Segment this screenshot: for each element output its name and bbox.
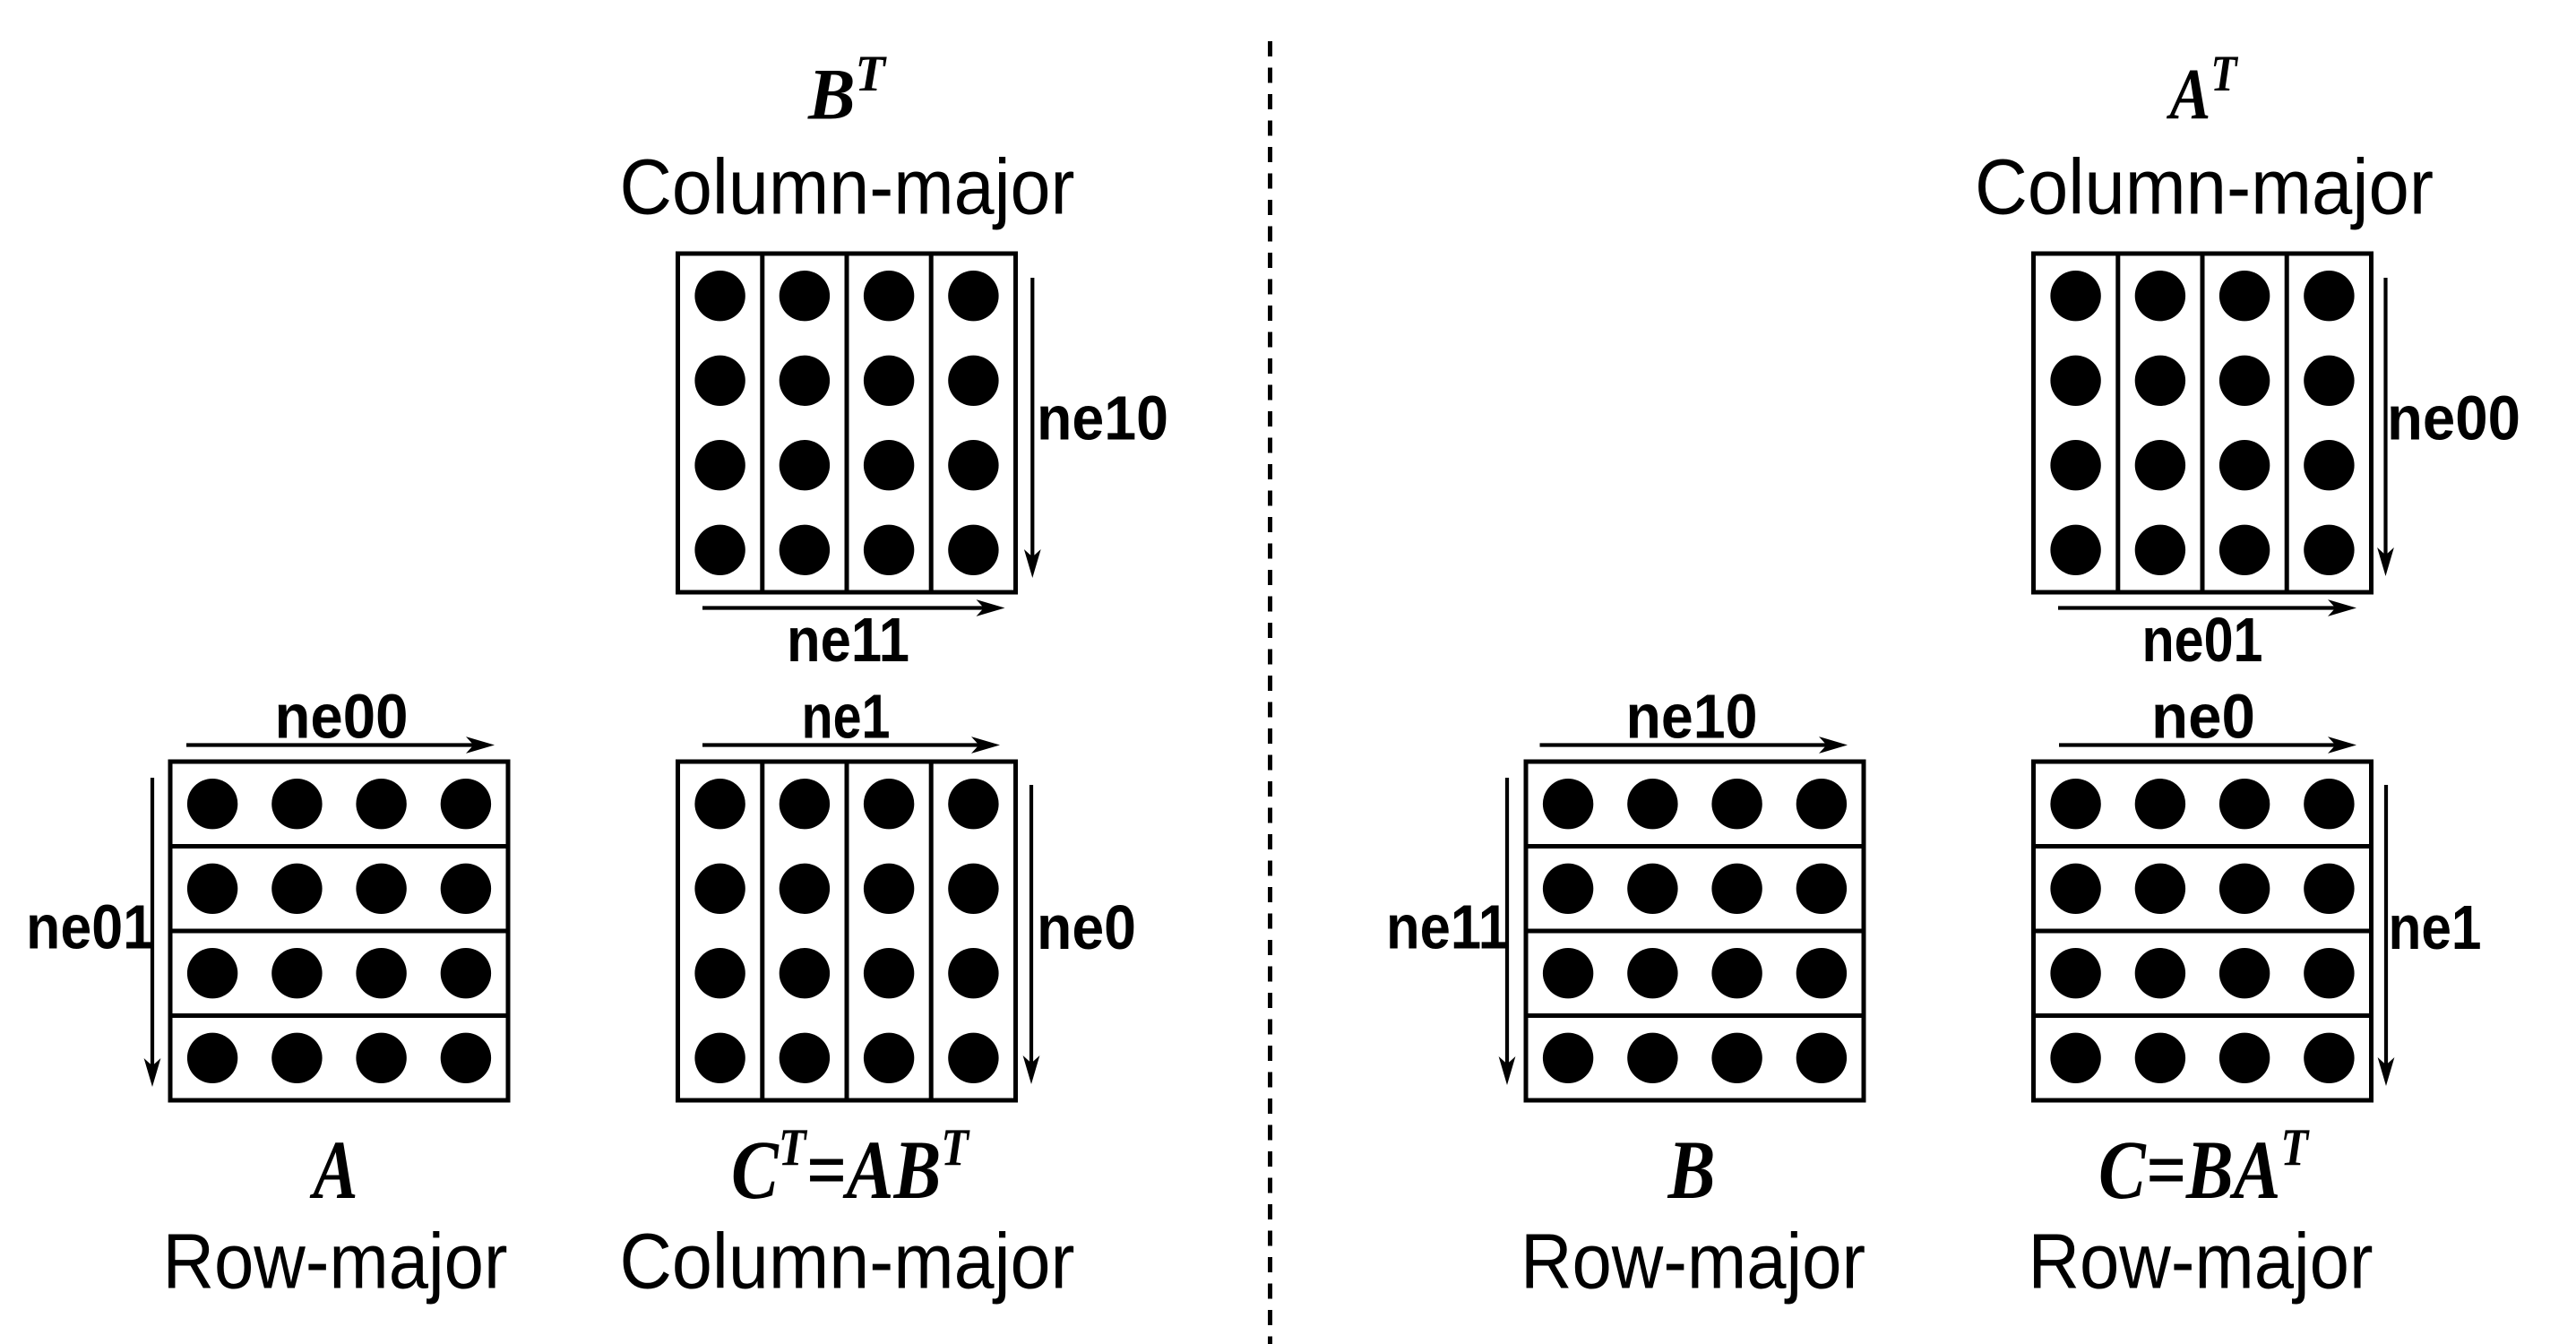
svg-text:ne0: ne0 <box>2151 682 2255 752</box>
svg-text:ne0: ne0 <box>1037 892 1136 962</box>
svg-text:C=BAT​: C=BAT​ <box>2098 1118 2310 1218</box>
svg-text:Column-major: Column-major <box>620 1219 1075 1305</box>
svg-text:Column-major: Column-major <box>620 144 1075 231</box>
svg-text:ne10: ne10 <box>1037 383 1168 453</box>
svg-text:Row-major: Row-major <box>2029 1219 2374 1305</box>
svg-text:B: B <box>1667 1124 1716 1217</box>
svg-text:BT​: BT​ <box>807 46 887 135</box>
svg-text:ne01: ne01 <box>26 892 154 962</box>
svg-text:ne1: ne1 <box>2389 892 2482 962</box>
svg-text:AT​: AT​ <box>2166 46 2238 135</box>
svg-text:Row-major: Row-major <box>1521 1219 1865 1305</box>
svg-text:ne00: ne00 <box>275 682 409 752</box>
svg-text:ne10: ne10 <box>1626 682 1758 752</box>
svg-text:ne11: ne11 <box>787 605 909 675</box>
svg-text:A: A <box>309 1124 358 1217</box>
svg-text:Column-major: Column-major <box>1975 144 2434 231</box>
svg-text:ne11: ne11 <box>1386 892 1509 962</box>
svg-text:CT​=ABT​: CT​=ABT​ <box>731 1118 970 1218</box>
svg-text:ne00: ne00 <box>2387 383 2520 453</box>
svg-text:ne01: ne01 <box>2142 605 2263 675</box>
svg-text:Row-major: Row-major <box>163 1219 508 1305</box>
svg-text:ne1: ne1 <box>802 682 891 752</box>
